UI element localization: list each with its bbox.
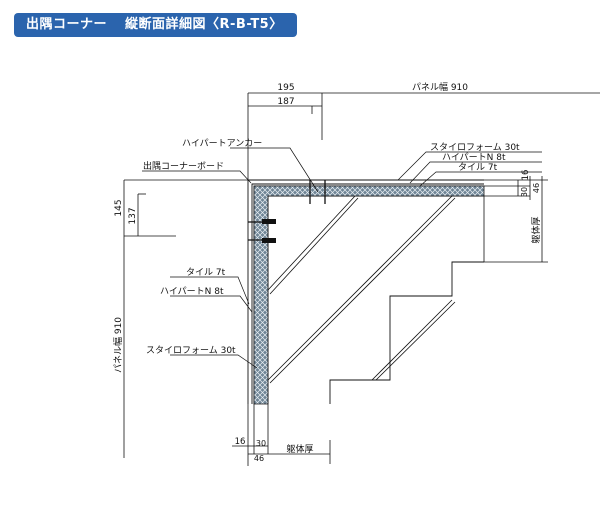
dim-right-46: 46 <box>532 183 541 193</box>
diagonal-lines <box>267 195 456 384</box>
left-dimension-group <box>123 179 248 458</box>
dim-left-145: 145 <box>114 199 124 216</box>
label-tile-top: タイル 7t <box>458 162 498 173</box>
dim-left-137: 137 <box>128 207 138 224</box>
dim-left-panel-width: パネル幅 910 <box>112 317 124 373</box>
label-corner-board: 出隅コーナーボード <box>143 160 224 172</box>
anchors <box>248 180 326 243</box>
label-hyper-n8-left: ハイパートN 8t <box>160 286 224 297</box>
dim-bottom-30: 30 <box>256 439 266 448</box>
label-hyper-n8-top: ハイパートN 8t <box>442 152 506 163</box>
title-badge: 出隅コーナー 縦断面詳細図〈R-B-T5〉 <box>14 13 297 37</box>
dim-top-195: 195 <box>277 83 294 93</box>
dim-right-16: 16 <box>521 170 531 181</box>
dim-top-panel-width: パネル幅 910 <box>412 81 468 93</box>
top-dimension-group <box>247 92 600 180</box>
dim-bottom-16: 16 <box>235 437 246 447</box>
title-sub: 縦断面詳細図〈R-B-T5〉 <box>125 17 283 32</box>
dim-top-187: 187 <box>277 97 294 107</box>
dim-right-body-thickness: 躯体厚 <box>530 216 542 243</box>
tile-layers <box>247 179 484 404</box>
label-stylofoam-top: スタイロフォーム 30t <box>430 142 520 153</box>
right-dimension-group <box>483 176 548 263</box>
dim-right-30: 30 <box>520 187 529 197</box>
dim-bottom-46: 46 <box>254 454 264 463</box>
label-tile-left: タイル 7t <box>186 267 226 278</box>
dim-bottom-body-thickness: 躯体厚 <box>286 443 313 455</box>
bottom-dimension-group <box>232 404 331 466</box>
title-main: 出隅コーナー <box>26 17 108 32</box>
stylofoam-insulation <box>253 185 485 405</box>
label-hyper-anchor: ハイパートアンカー <box>182 138 262 149</box>
leader-lines <box>142 147 542 369</box>
label-stylofoam-left: スタイロフォーム 30t <box>146 345 236 356</box>
